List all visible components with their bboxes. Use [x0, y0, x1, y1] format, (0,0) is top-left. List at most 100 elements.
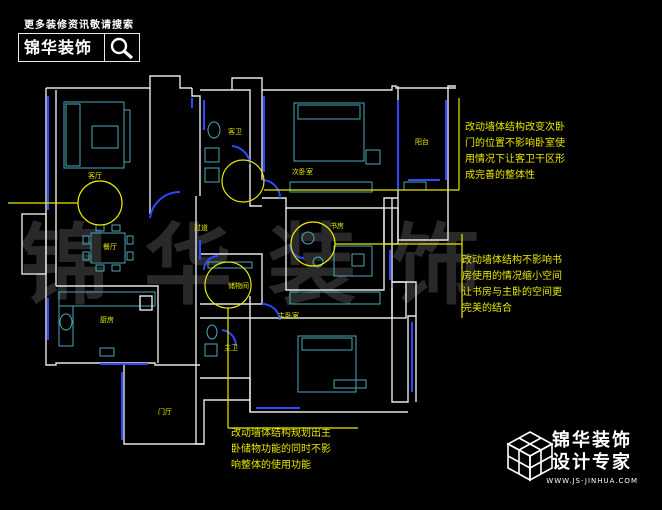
- doors-layer: [47, 96, 447, 440]
- annotation-storage: 改动墙体结构规划出主 卧储物功能的同时不影 响整体的使用功能: [231, 426, 331, 474]
- annotation-line: 用情况下让客卫干区形: [465, 154, 565, 165]
- room-label-aisle: 过道: [194, 224, 208, 232]
- wall: [191, 88, 201, 196]
- annotation-circle: [221, 159, 265, 203]
- wall: [200, 89, 262, 207]
- coffee-table: [91, 125, 119, 149]
- door-swing: [149, 190, 181, 219]
- chair: [111, 264, 121, 272]
- walls-layer: [21, 75, 456, 445]
- study-desk: [333, 245, 373, 277]
- annotation-line: 改动墙体结构规划出主: [231, 428, 331, 439]
- annotation-line: 改动墙体结构改变次卧: [465, 122, 565, 133]
- sink: [59, 313, 73, 331]
- annotation-layer: [8, 98, 463, 429]
- wall: [397, 85, 456, 241]
- tv-cabinet: [123, 109, 131, 163]
- annotation-line: 让书房与主卧的空间更: [462, 287, 562, 298]
- door-swing: [261, 302, 281, 321]
- search-icon[interactable]: [104, 34, 139, 61]
- door-swing: [221, 329, 238, 347]
- room-label-master-bedroom: 主卧室: [278, 312, 299, 320]
- door-swing: [231, 145, 251, 165]
- stove: [99, 347, 115, 357]
- study-chair: [351, 253, 365, 267]
- brand-name: 锦华装饰 设计专家: [552, 430, 632, 474]
- furniture-layer: [58, 101, 427, 393]
- dining-table: [90, 232, 126, 264]
- chair: [111, 224, 121, 232]
- master-bed: [297, 335, 357, 393]
- annotation-line: 房使用的情况缩小空间: [462, 271, 562, 282]
- study-shelf: [289, 291, 381, 305]
- second-bed-pillows: [297, 104, 361, 120]
- kitchen-counter-side: [58, 305, 74, 347]
- basin-counter: [204, 167, 220, 183]
- chair: [82, 251, 90, 261]
- brand-url[interactable]: WWW.JS-JINHUA.COM: [546, 477, 638, 485]
- wardrobe: [289, 181, 373, 193]
- room-label-master-bath: 主卫: [224, 344, 238, 352]
- master-toilet: [206, 324, 218, 340]
- chair: [95, 264, 105, 272]
- annotation-line: 成完善的整体性: [465, 170, 535, 181]
- wall: [123, 365, 251, 445]
- chair: [126, 235, 134, 245]
- annotation-line: 响整体的使用功能: [231, 460, 311, 471]
- chair: [82, 235, 90, 245]
- door-swing: [203, 255, 219, 271]
- wall: [249, 318, 408, 413]
- master-bed-pillows: [301, 337, 353, 351]
- wall: [46, 75, 192, 89]
- logo-text: 锦华装饰: [24, 38, 93, 57]
- study-stool: [312, 256, 324, 268]
- nightstand: [365, 149, 381, 165]
- annotation-study: 改动墙体结构不影响书 房使用的情况缩小空间 让书房与主卧的空间更 完美的结合: [462, 253, 562, 317]
- washbasin: [204, 147, 220, 163]
- chair: [95, 224, 105, 232]
- wall: [56, 285, 159, 363]
- annotation-circle: [290, 221, 336, 267]
- room-label-living: 客厅: [88, 172, 102, 180]
- wall: [262, 197, 398, 209]
- room-label-second-bedroom: 次卧室: [292, 168, 313, 176]
- wall: [391, 315, 417, 403]
- annotation-line: 门的位置不影响卧室使: [465, 138, 565, 149]
- wall-column: [383, 207, 399, 245]
- study-stool: [301, 231, 315, 245]
- wall-column: [391, 281, 407, 319]
- brand-slogan-line: 设计专家: [552, 452, 632, 473]
- chair: [126, 251, 134, 261]
- search-notice: 更多装修资讯敬请搜索: [24, 20, 134, 31]
- wall: [195, 196, 204, 445]
- room-label-storage: 储物间: [228, 282, 249, 290]
- sofa-back: [65, 103, 81, 167]
- kitchen-counter: [58, 291, 156, 307]
- brand-name-line: 锦华装饰: [552, 430, 632, 451]
- wall: [45, 88, 200, 366]
- door-swing: [289, 243, 305, 259]
- balcony-fixture: [403, 181, 427, 191]
- brand-cube-logo: [506, 431, 554, 482]
- wall: [231, 77, 263, 90]
- wall: [285, 208, 385, 291]
- room-label-entry: 门厅: [158, 408, 172, 416]
- wall: [262, 85, 456, 91]
- annotation-second-bedroom-door: 改动墙体结构改变次卧 门的位置不影响卧室使 用情况下让客卫干区形 成完善的整体性: [465, 120, 565, 184]
- kitchen-column: [139, 295, 153, 311]
- annotation-line: 改动墙体结构不影响书: [462, 255, 562, 266]
- room-label-dining: 餐厅: [103, 243, 117, 251]
- logo-search-box[interactable]: 锦华装饰: [18, 33, 140, 62]
- sofa: [63, 101, 125, 169]
- room-label-balcony: 阳台: [415, 138, 429, 146]
- wall: [391, 198, 417, 316]
- room-label-study: 书房: [330, 222, 344, 230]
- storage-shelf: [207, 261, 253, 269]
- room-label-guest-bath: 客卫: [228, 128, 242, 136]
- door-swing: [261, 179, 281, 199]
- bedroom-tv-cabinet: [333, 379, 367, 389]
- cube-line: [518, 437, 542, 451]
- cube-face: [529, 442, 553, 482]
- annotation-line: 完美的结合: [462, 303, 512, 314]
